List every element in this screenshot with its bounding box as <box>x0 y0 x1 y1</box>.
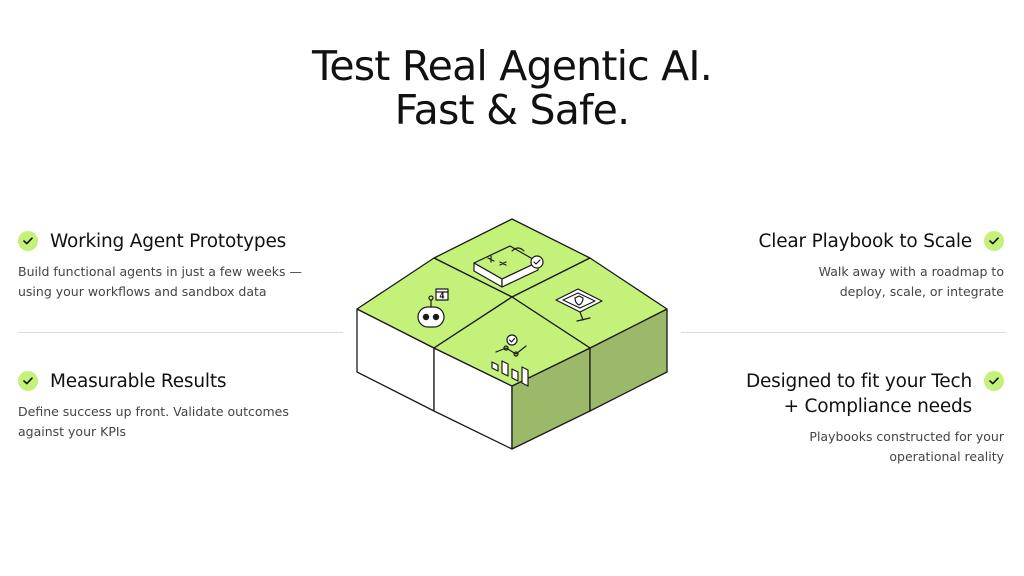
feature-working-agent-prototypes: Working Agent Prototypes Build functiona… <box>18 229 348 302</box>
feature-description: Build functional agents in just a few we… <box>18 262 348 302</box>
feature-desc-line-1: Playbooks constructed for your <box>809 429 1004 444</box>
robot-icon <box>417 288 449 328</box>
feature-header: Working Agent Prototypes <box>18 229 348 254</box>
check-icon <box>18 231 38 251</box>
feature-desc-line-2: deploy, scale, or integrate <box>839 284 1004 299</box>
isometric-cube-illustration: 4 <box>356 218 668 450</box>
headline-line-1: Test Real Agentic AI. <box>312 42 713 90</box>
check-icon <box>984 371 1004 391</box>
feature-clear-playbook: Clear Playbook to Scale Walk away with a… <box>674 229 1004 302</box>
feature-title: Working Agent Prototypes <box>50 231 287 252</box>
feature-description: Walk away with a roadmap to deploy, scal… <box>674 262 1004 302</box>
feature-desc-line-2: against your KPIs <box>18 424 127 439</box>
page-headline: Test Real Agentic AI. Fast & Safe. <box>0 44 1024 132</box>
headline-line-2: Fast & Safe. <box>394 86 630 134</box>
feature-title-line-2: + Compliance needs <box>783 396 973 417</box>
feature-desc-line-1: Define success up front. Validate outcom… <box>18 404 289 419</box>
robot-calendar-badge: 4 <box>439 292 444 301</box>
feature-header: Measurable Results <box>18 369 348 394</box>
feature-title: Measurable Results <box>50 371 227 392</box>
calculator-icon <box>473 245 544 288</box>
feature-desc-line-1: Walk away with a roadmap to <box>818 264 1004 279</box>
feature-header: Designed to fit your Tech + Compliance n… <box>674 369 1004 419</box>
shield-monitor-icon <box>555 288 603 322</box>
feature-title: Clear Playbook to Scale <box>758 231 973 252</box>
check-icon <box>18 371 38 391</box>
feature-desc-line-2: using your workflows and sandbox data <box>18 284 267 299</box>
feature-desc-line-2: operational reality <box>889 449 1004 464</box>
bar-chart-icon <box>491 334 529 387</box>
feature-header: Clear Playbook to Scale <box>674 229 1004 254</box>
feature-title-line-1: Designed to fit your Tech <box>745 371 972 392</box>
feature-desc-line-1: Build functional agents in just a few we… <box>18 264 303 279</box>
left-divider <box>18 332 343 333</box>
check-icon <box>984 231 1004 251</box>
feature-designed-to-fit: Designed to fit your Tech + Compliance n… <box>674 369 1004 467</box>
feature-description: Playbooks constructed for your operation… <box>674 427 1004 467</box>
right-divider <box>681 332 1006 333</box>
feature-description: Define success up front. Validate outcom… <box>18 402 348 442</box>
feature-measurable-results: Measurable Results Define success up fro… <box>18 369 348 442</box>
feature-title: Designed to fit your Tech + Compliance n… <box>746 369 972 419</box>
